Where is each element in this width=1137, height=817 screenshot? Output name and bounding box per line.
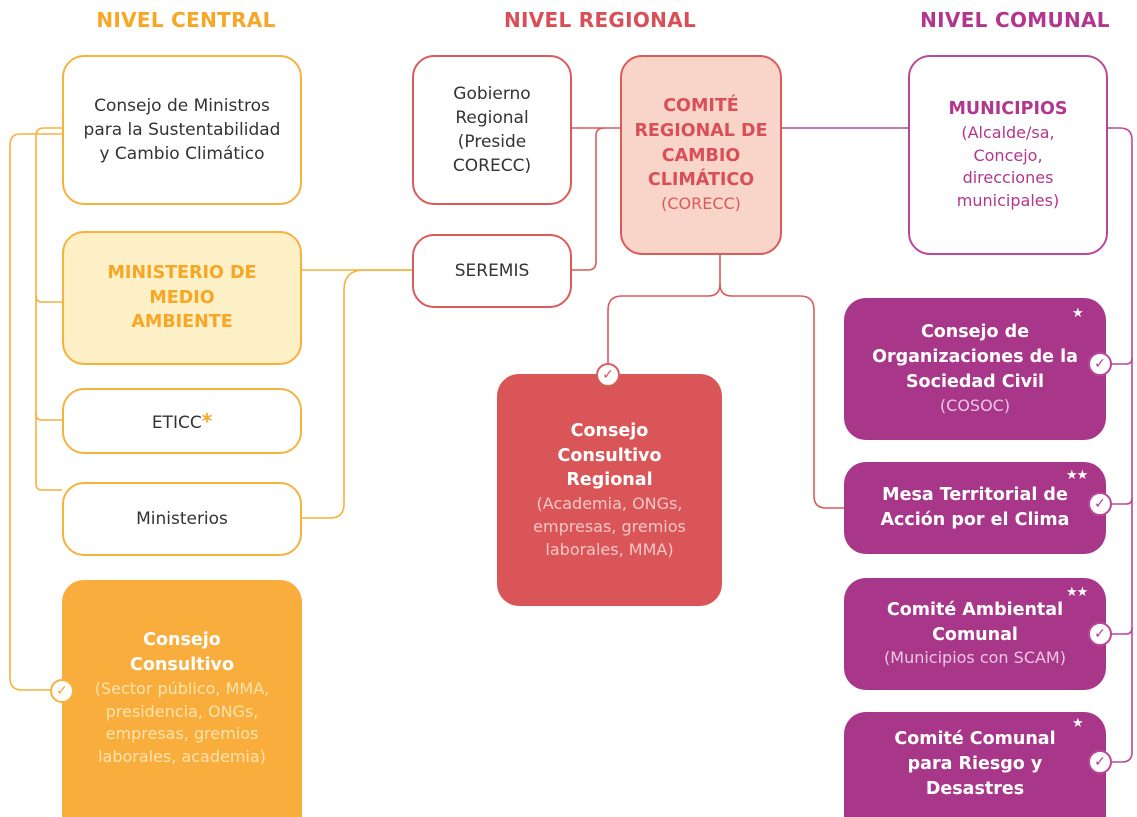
comite-ambiental-box: Comité Ambiental Comunal (Municipios con… [844,578,1106,690]
ministerios-box: Ministerios [62,482,302,556]
ministerios-label: Ministerios [136,508,228,529]
eticc-label: ETICC [151,412,202,433]
municipios-title: MUNICIPIOS [948,99,1068,120]
corecc-title: COMITÉ REGIONAL DE CAMBIO CLIMÁTICO [634,95,768,191]
eticc-asterisk: * [201,408,213,433]
cosoc-sub: (COSOC) [939,395,1011,415]
check-icon: ✓ [1088,622,1112,646]
check-icon: ✓ [1088,492,1112,516]
ministerio-medio-ambiente-label: MINISTERIO DE MEDIO AMBIENTE [107,262,257,333]
star-icon: ★ [1072,306,1084,321]
consejo-consultivo-title: Consejo Consultivo [130,630,234,676]
ministerio-medio-ambiente-box: MINISTERIO DE MEDIO AMBIENTE [62,231,302,365]
star-icon: ★★ [1066,468,1088,483]
star-icon: ★ [1072,716,1084,731]
consejo-ministros-box: Consejo de Ministros para la Sustentabil… [62,55,302,205]
header-nivel-comunal: NIVEL COMUNAL [920,8,1110,32]
comite-riesgo-box: Comité Comunal para Riesgo y Desastres [844,712,1106,817]
municipios-box: MUNICIPIOS (Alcalde/sa, Concejo, direcci… [908,55,1108,255]
mesa-territorial-box: Mesa Territorial de Acción por el Clima [844,462,1106,554]
gobierno-regional-label: Gobierno Regional (Preside CORECC) [452,83,532,177]
check-icon: ✓ [50,679,74,703]
seremis-box: SEREMIS [412,234,572,308]
check-icon: ✓ [1088,352,1112,376]
header-nivel-central: NIVEL CENTRAL [96,8,276,32]
comite-ambiental-title: Comité Ambiental Comunal [886,599,1064,645]
consejo-consultivo-regional-box: Consejo Consultivo Regional (Academia, O… [497,374,722,606]
comite-riesgo-title: Comité Comunal para Riesgo y Desastres [894,729,1056,799]
header-nivel-regional: NIVEL REGIONAL [503,8,697,32]
check-icon: ✓ [596,363,620,387]
eticc-text: ETICC* [152,407,212,435]
corecc-sub: (CORECC) [661,194,741,214]
consejo-consultivo-box: Consejo Consultivo (Sector público, MMA,… [62,580,302,817]
star-icon: ★★ [1066,585,1088,600]
consejo-regional-sub: (Academia, ONGs, empresas, gremios labor… [533,494,686,559]
consejo-consultivo-sub: (Sector público, MMA, presidencia, ONGs,… [94,678,270,767]
gobierno-regional-box: Gobierno Regional (Preside CORECC) [412,55,572,205]
seremis-label: SEREMIS [454,260,530,281]
comite-ambiental-sub: (Municipios con SCAM) [884,648,1066,668]
mesa-territorial-title: Mesa Territorial de Acción por el Clima [880,485,1070,530]
consejo-ministros-label: Consejo de Ministros para la Sustentabil… [83,95,281,165]
cosoc-box: Consejo de Organizaciones de la Sociedad… [844,298,1106,440]
check-icon: ✓ [1088,750,1112,774]
cosoc-title: Consejo de Organizaciones de la Sociedad… [872,322,1078,393]
municipios-sub: (Alcalde/sa, Concejo, direcciones munici… [956,122,1060,211]
eticc-box: ETICC* [62,388,302,454]
consejo-regional-title: Consejo Consultivo Regional [557,420,662,491]
corecc-box: COMITÉ REGIONAL DE CAMBIO CLIMÁTICO (COR… [620,55,782,255]
